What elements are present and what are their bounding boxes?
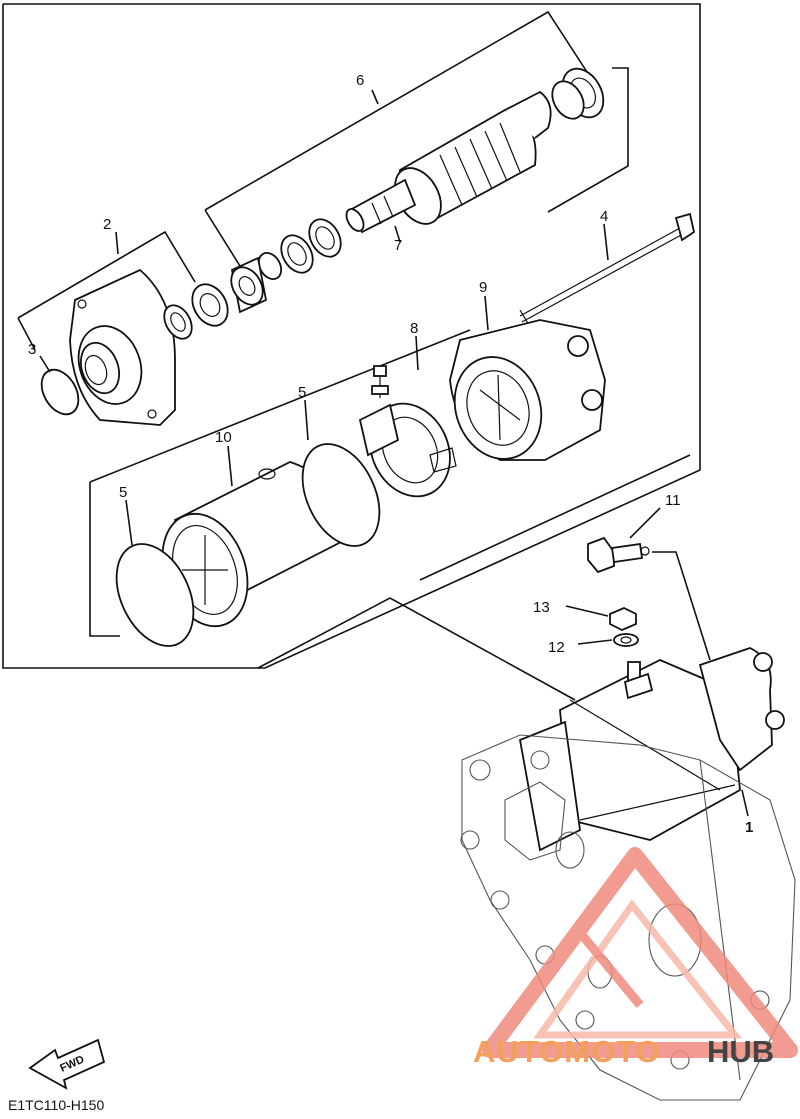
callout-3: 3	[28, 341, 36, 358]
mounting-bolt	[587, 536, 650, 574]
front-bracket-group-frame	[17, 230, 196, 351]
armature-group-frame	[204, 10, 629, 291]
drawing-code: E1TC110-H150	[8, 1097, 104, 1113]
watermark-text-right: HUB	[707, 1034, 774, 1069]
rear-shims	[551, 67, 605, 120]
callout-7: 7	[394, 237, 402, 254]
starter-motor-assembly	[518, 647, 785, 852]
exploded-view-frame	[2, 3, 701, 669]
through-bolt	[519, 212, 696, 331]
callout-8: 8	[410, 320, 418, 337]
callout-6: 6	[356, 72, 364, 89]
fwd-arrow: FWD	[28, 1038, 106, 1090]
callout-11: 11	[665, 492, 681, 509]
callout-5-rear: 5	[298, 384, 306, 401]
callout-10: 10	[215, 429, 232, 446]
yoke-group-frame	[89, 329, 691, 701]
yoke-o-ring-rear	[301, 443, 381, 547]
o-ring	[40, 368, 80, 416]
callout-12: 12	[548, 639, 565, 656]
callout-9: 9	[479, 279, 487, 296]
callout-1: 1	[745, 819, 753, 836]
front-bracket	[69, 268, 193, 426]
watermark-text-left: AUTOMOTO	[473, 1034, 661, 1069]
callout-5-front: 5	[119, 484, 127, 501]
callout-4: 4	[600, 208, 608, 225]
brush-holder	[358, 365, 457, 498]
leader-lines	[39, 89, 749, 817]
rear-cover	[449, 319, 606, 461]
front-shims	[191, 218, 342, 327]
lock-washer	[613, 633, 639, 647]
callout-13: 13	[533, 599, 550, 616]
terminal-nut	[609, 607, 637, 631]
armature	[345, 90, 552, 234]
yoke-o-ring-front	[115, 543, 195, 647]
watermark-logo	[482, 847, 798, 1058]
callout-2: 2	[103, 216, 111, 233]
